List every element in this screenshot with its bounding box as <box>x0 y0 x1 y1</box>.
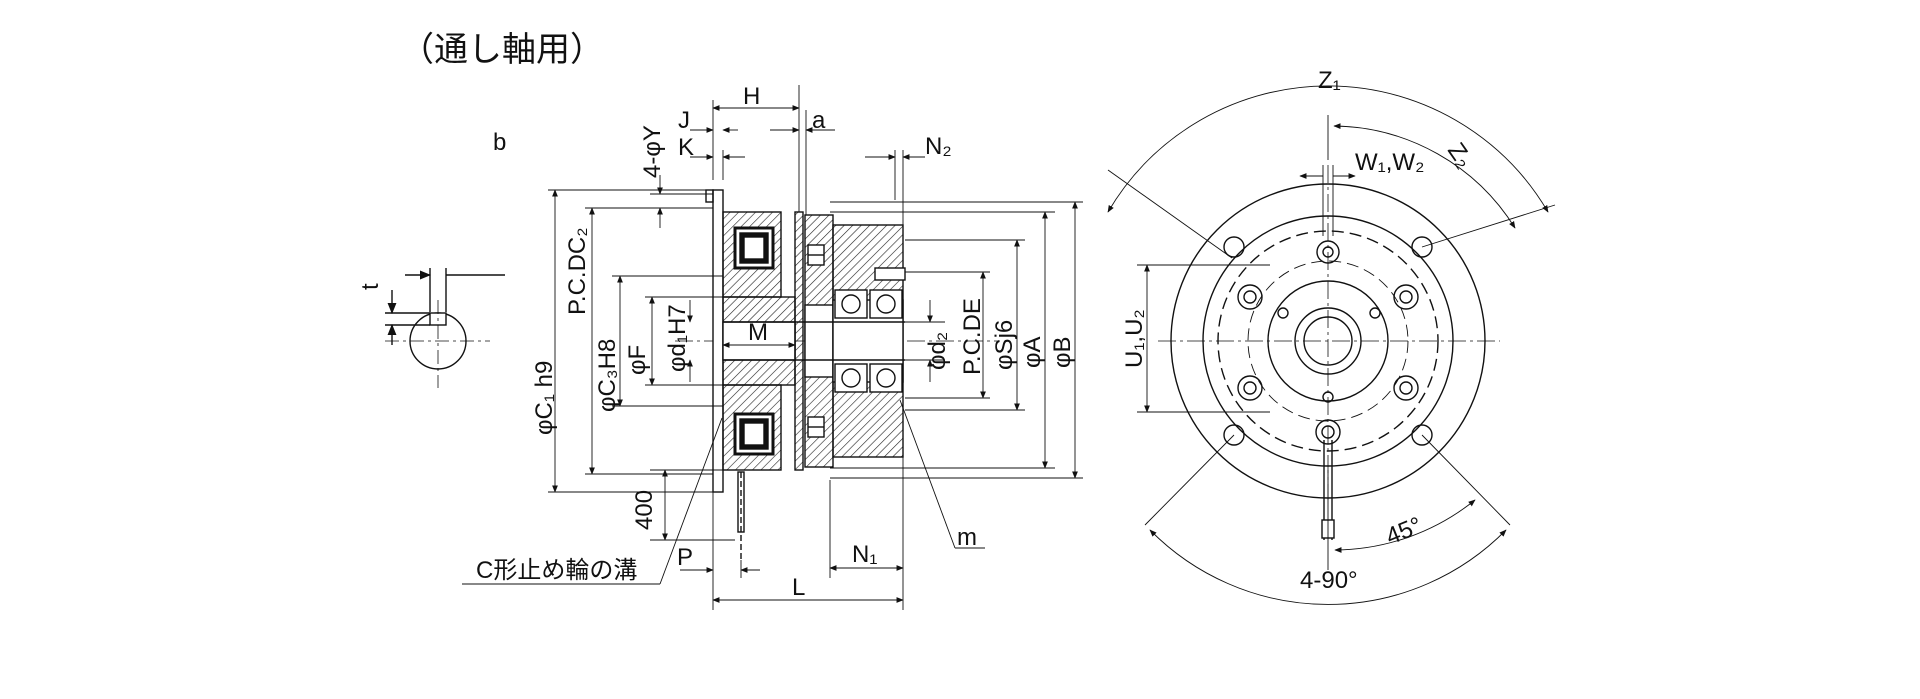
label-z2: Z₂ <box>1442 138 1478 173</box>
label-y: 4-φY <box>639 125 666 178</box>
label-d1: φd₁H7 <box>664 304 691 372</box>
drawing-title: （通し軸用） <box>400 30 604 70</box>
label-h: H <box>743 83 760 110</box>
label-c3: φC₃H8 <box>594 339 621 412</box>
label-4-90: 4-90° <box>1300 567 1358 594</box>
label-b: b <box>493 129 506 156</box>
label-a-dia: φA <box>1019 336 1046 368</box>
front-dimensions <box>1107 85 1556 605</box>
label-z1: Z₁ <box>1318 67 1341 94</box>
label-n2: N₂ <box>925 133 952 160</box>
label-w: W₁,W₂ <box>1355 149 1424 176</box>
label-c1: φC₁ h9 <box>531 361 558 435</box>
label-ring-groove: C形止め輪の溝 <box>476 557 637 584</box>
keyway-detail <box>385 268 505 388</box>
label-s: φSj6 <box>991 320 1018 370</box>
label-m: M <box>748 319 768 346</box>
label-pcd-c2: P.C.DC₂ <box>564 227 591 315</box>
label-m-small: m <box>957 524 977 551</box>
label-n1: N₁ <box>852 541 877 568</box>
side-section-view <box>675 189 1000 560</box>
label-pcd-e: P.C.DE <box>959 298 986 375</box>
label-j: J <box>678 107 690 134</box>
label-t: t <box>357 283 384 290</box>
label-u: U₁,U₂ <box>1121 309 1148 368</box>
label-f: φF <box>624 345 651 375</box>
label-d2: φd₂ <box>924 332 951 370</box>
label-a: a <box>812 107 826 134</box>
label-l: L <box>792 574 805 601</box>
side-dimensions <box>462 85 1083 610</box>
label-k: K <box>678 134 694 161</box>
label-p: P <box>677 544 693 571</box>
label-400: 400 <box>631 490 658 530</box>
label-b-dia: φB <box>1049 336 1076 368</box>
front-view <box>1158 165 1500 540</box>
label-45: 45° <box>1382 512 1426 551</box>
